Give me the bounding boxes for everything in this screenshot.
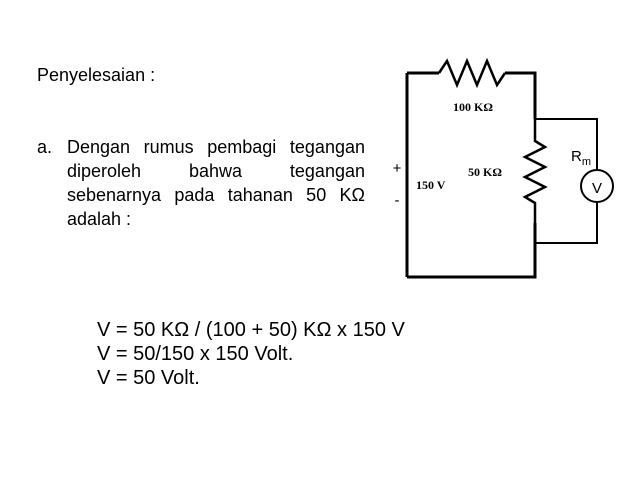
equations-block: V = 50 KΩ / (100 + 50) KΩ x 150 V V = 50… — [97, 318, 405, 390]
meter-resistance-letter: R — [571, 148, 582, 165]
resistor-50k-label: 50 KΩ — [468, 165, 502, 179]
voltmeter-symbol: V — [592, 180, 602, 197]
resistor-50k-zigzag — [522, 119, 548, 223]
voltage-divider-circuit-diagram: V 100 KΩ 50 KΩ 150 V + - Rm — [393, 57, 614, 279]
minus-sign: - — [395, 192, 400, 209]
circuit-wire-top-right — [505, 71, 537, 119]
meter-resistance-subscript: m — [582, 156, 591, 168]
resistor-100k-label: 100 KΩ — [453, 100, 493, 114]
resistor-100k-zigzag — [437, 57, 507, 89]
section-heading: Penyelesaian : — [37, 65, 156, 85]
point-text: Dengan rumus pembagi tegangan diperoleh … — [67, 137, 365, 229]
voltmeter-wire — [535, 118, 598, 244]
equation-line: V = 50 KΩ / (100 + 50) KΩ x 150 V — [97, 319, 405, 341]
equation-line: V = 50 Volt. — [97, 367, 200, 389]
source-voltage-label: 150 V — [416, 178, 446, 192]
circuit-wire-bottom — [407, 223, 537, 279]
voltmeter-icon — [580, 169, 614, 203]
point-marker: a. — [37, 137, 53, 157]
equation-line: V = 50/150 x 150 Volt. — [97, 343, 294, 365]
plus-sign: + — [393, 160, 402, 177]
explanation-point: a. Dengan rumus pembagi tegangan diperol… — [37, 135, 365, 231]
meter-resistance-label: Rm — [571, 148, 591, 168]
